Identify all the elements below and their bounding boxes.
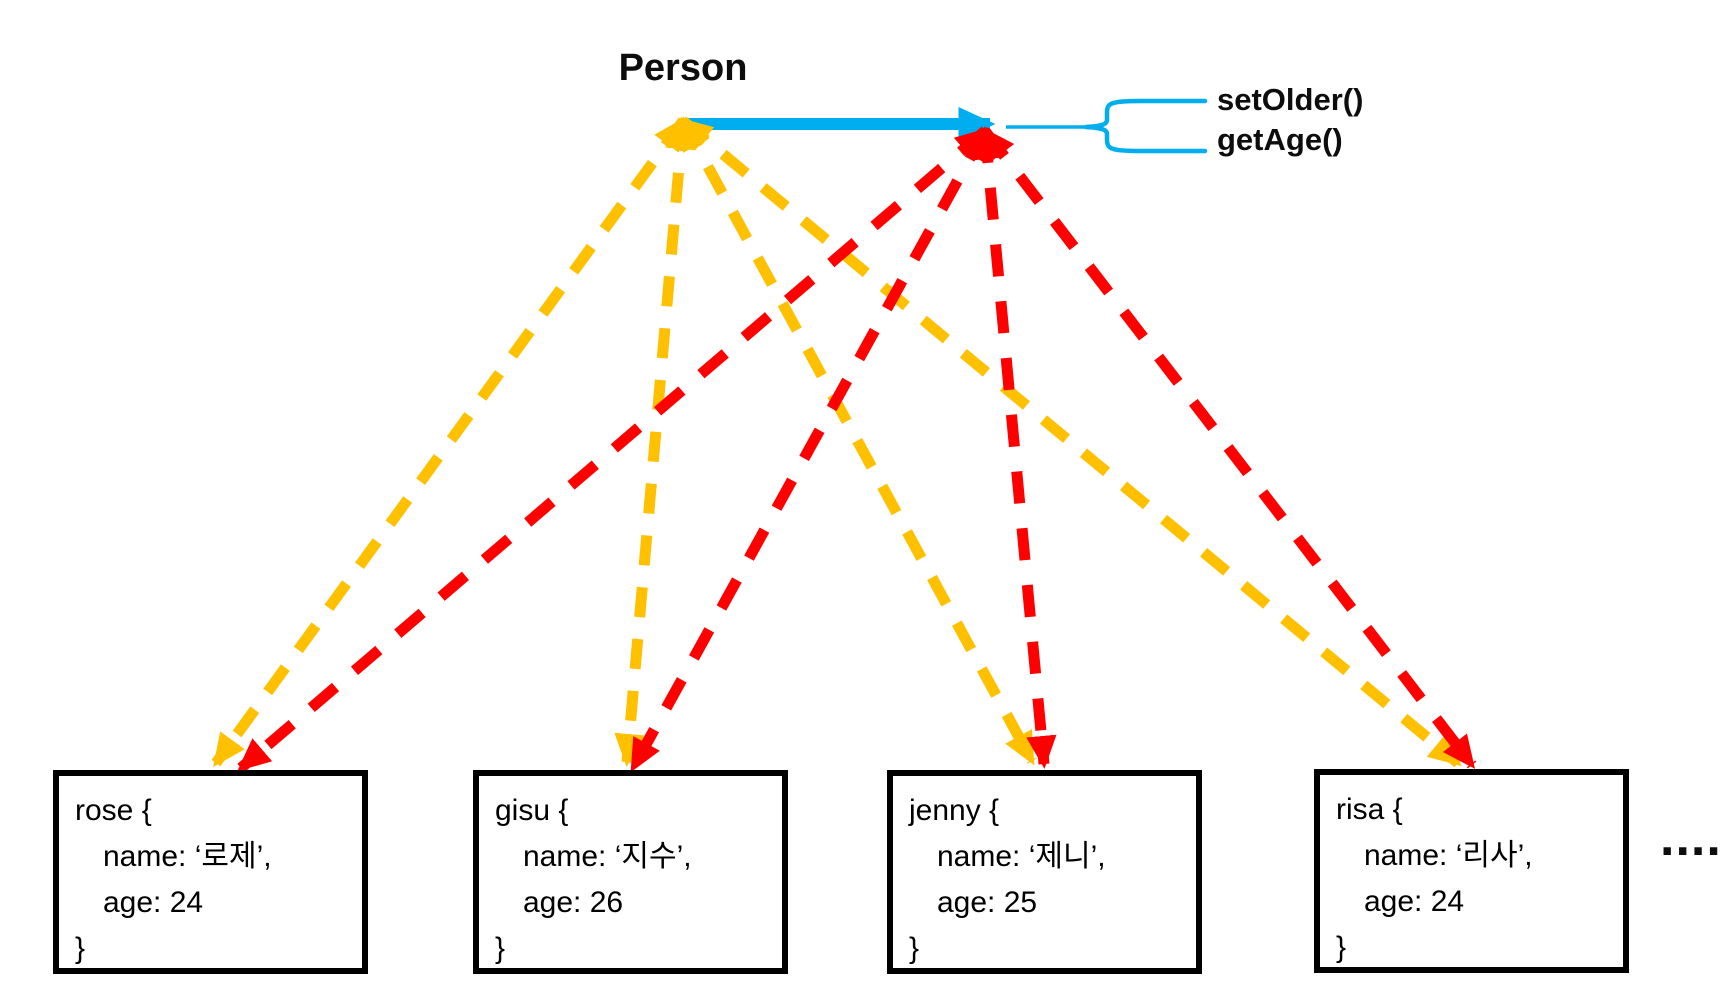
red-arrow-risa [980, 127, 1477, 769]
object-line: rose { [75, 794, 152, 827]
object-line: } [75, 932, 86, 965]
object-line: age: 24 [103, 886, 204, 919]
yellow-dashed-arrows [211, 116, 1462, 768]
red-arrow-jenny [972, 126, 1057, 769]
yellow-arrow-risa [679, 116, 1462, 768]
object-line: } [1336, 931, 1347, 964]
object-line: age: 25 [937, 886, 1038, 919]
object-line: gisu { [495, 794, 569, 827]
yellow-arrow-gisu [614, 116, 696, 767]
method-setolder-label: setOlder() [1217, 82, 1364, 117]
red-arrow-rose [237, 126, 989, 773]
object-line: name: ‘제니’, [937, 840, 1106, 873]
object-line: } [495, 932, 506, 965]
method-getage-label: getAge() [1217, 122, 1343, 157]
object-box-rose: rose { name: ‘로제’, age: 24 } [53, 770, 368, 974]
object-line: name: ‘리사’, [1364, 839, 1533, 872]
object-line: name: ‘로제’, [103, 840, 272, 873]
red-dashed-arrows [237, 126, 1477, 773]
red-arrow-gisu [628, 126, 990, 773]
object-line: age: 26 [523, 886, 624, 919]
object-line: name: ‘지수’, [523, 840, 692, 873]
object-box-jenny: jenny { name: ‘제니’, age: 25 } [887, 770, 1202, 974]
person-class-label: Person [618, 47, 748, 89]
object-line: age: 24 [1364, 885, 1465, 918]
object-box-risa: risa { name: ‘리사’, age: 24 } [1314, 769, 1629, 973]
object-line: jenny { [909, 794, 1000, 827]
ellipsis: .... [1660, 809, 1722, 867]
object-box-gisu: gisu { name: ‘지수’, age: 26 } [473, 770, 788, 974]
yellow-arrow-rose [211, 116, 688, 768]
object-line: risa { [1336, 793, 1403, 826]
object-line: } [909, 932, 920, 965]
method-list: setOlder() getAge() [1217, 80, 1363, 160]
yellow-arrow-jenny [678, 116, 1037, 766]
blue-brace [1083, 98, 1208, 154]
